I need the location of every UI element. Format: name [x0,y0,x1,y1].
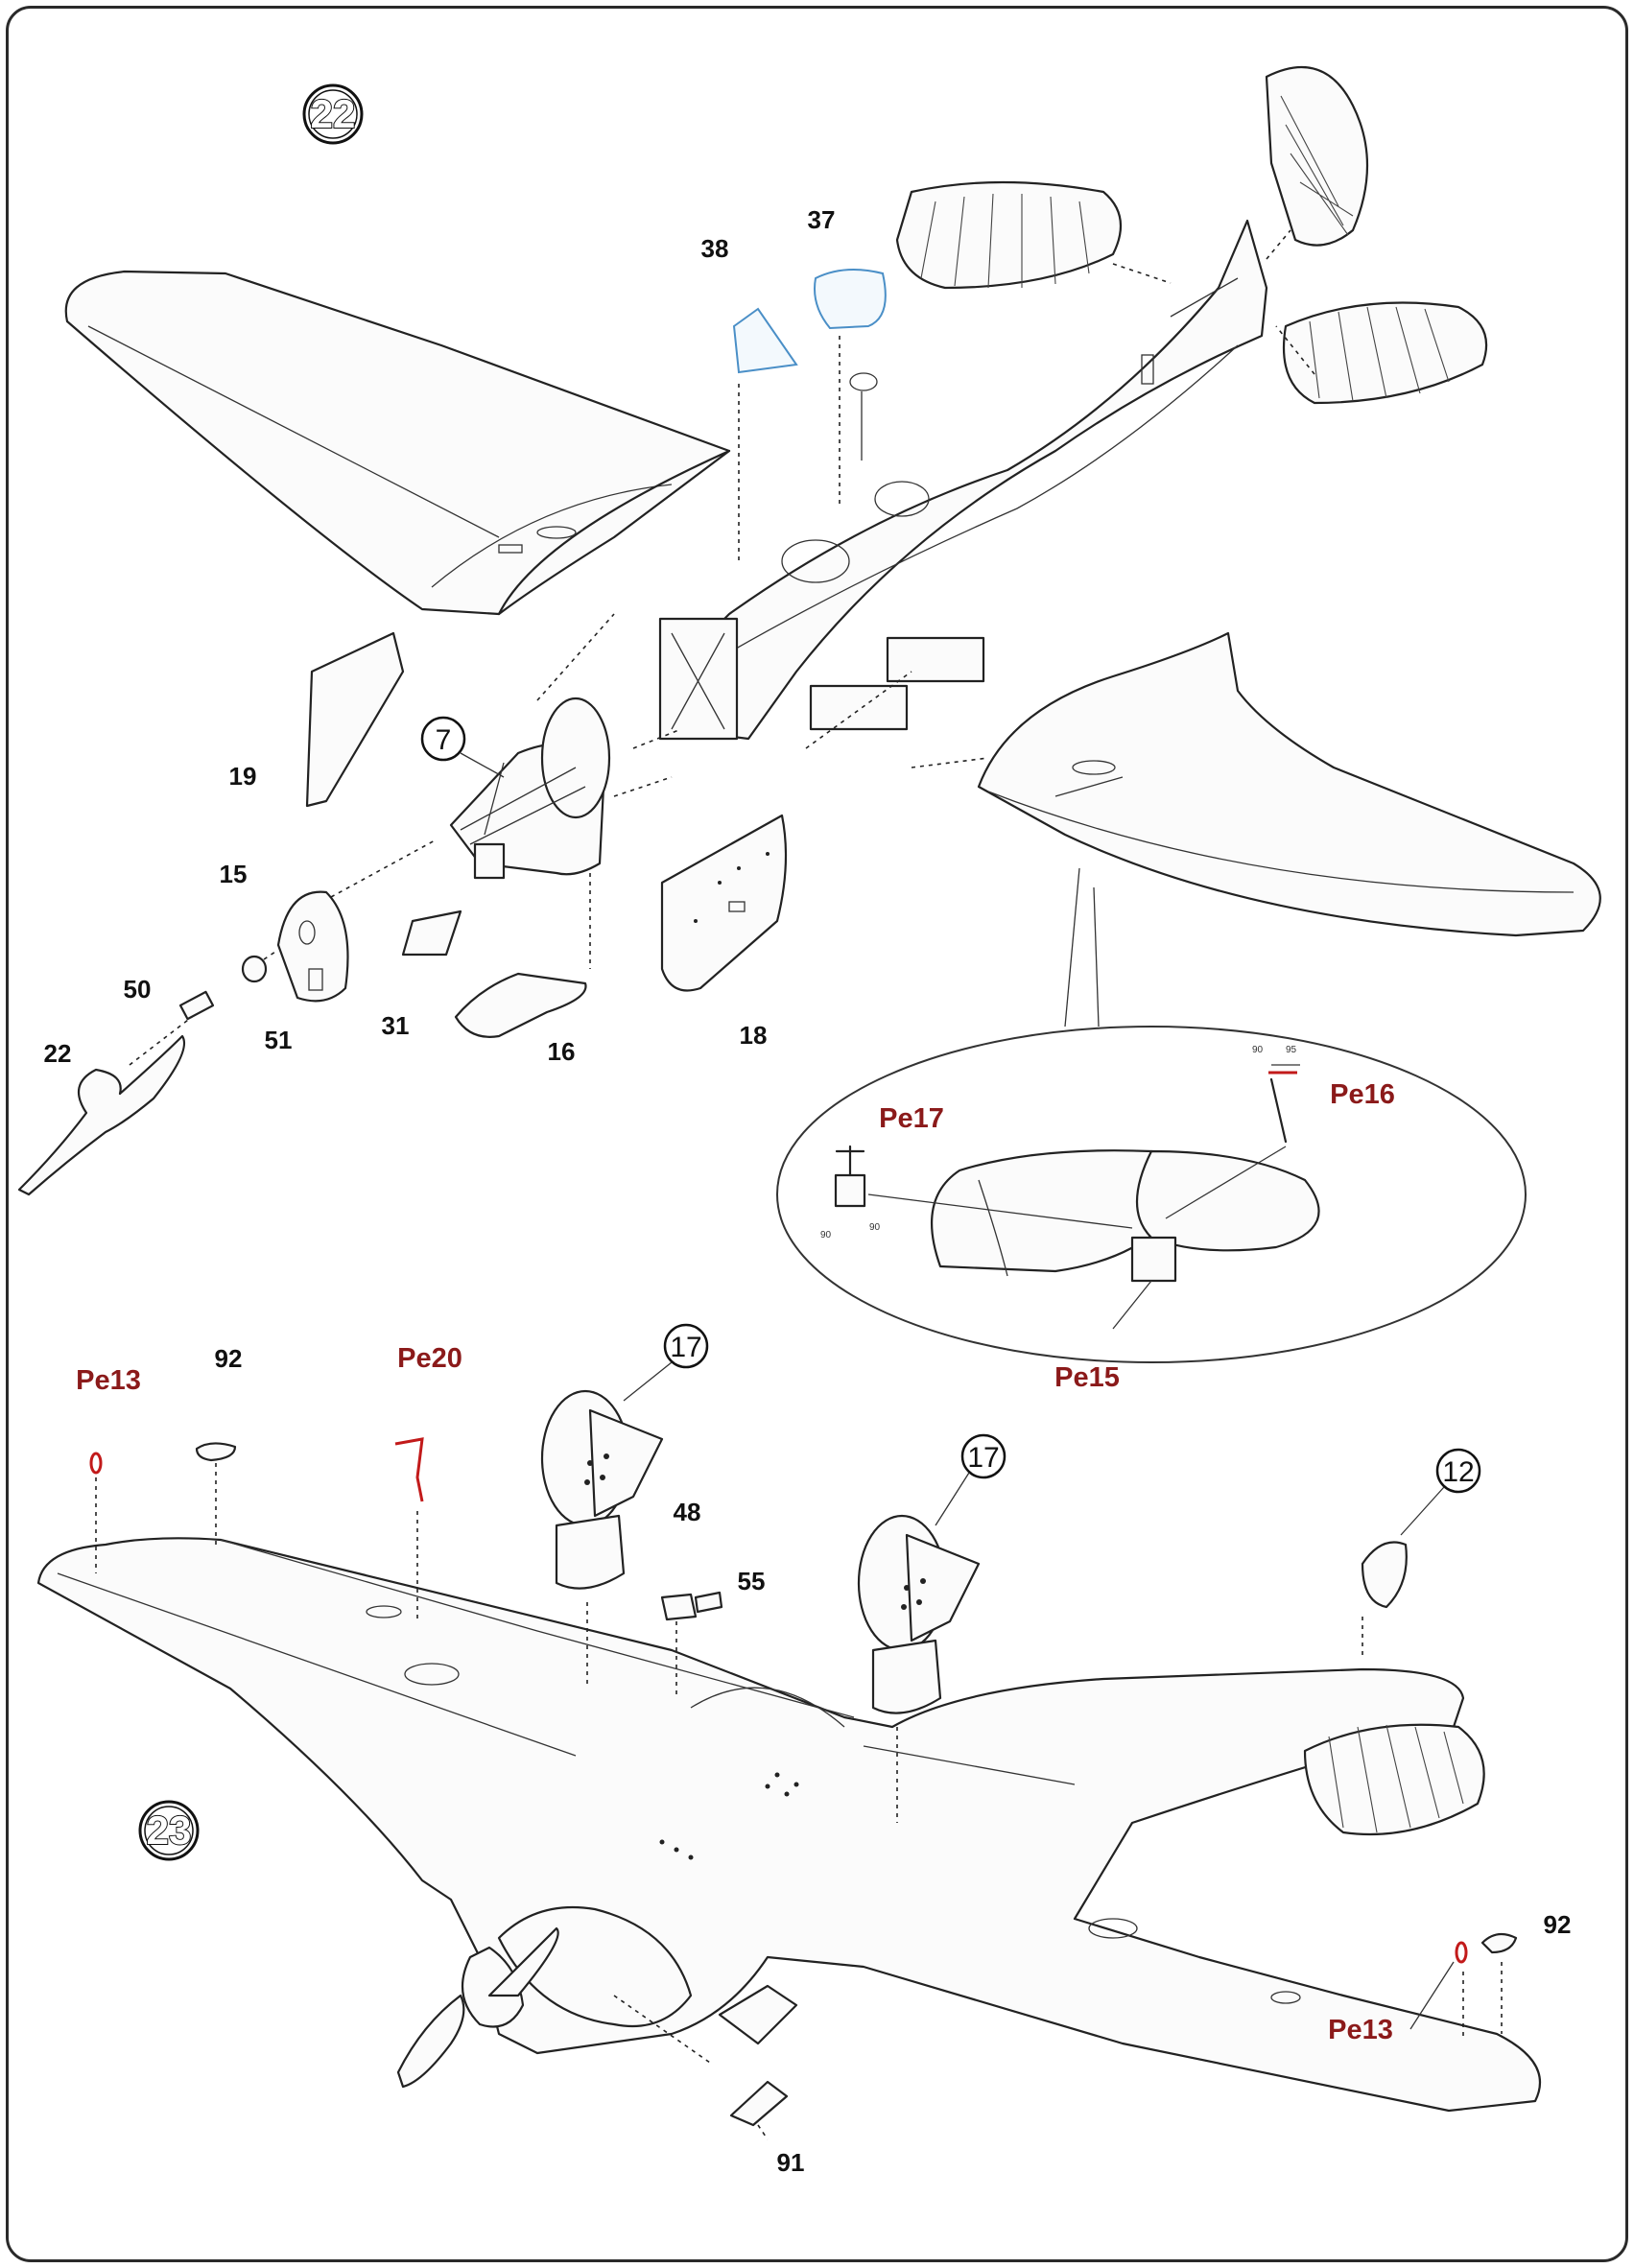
canopy-37 [814,269,887,330]
tail-surfaces-drawing [895,65,1488,405]
label-part-15: 15 [220,860,248,888]
label-part-50: 50 [124,975,152,1004]
step-22-labels: 38 37 19 15 50 51 22 31 16 18 Pe17 Pe16 … [44,205,1395,1393]
bend-mark-pe17-right: 90 [869,1222,881,1233]
right-wing-drawing [809,631,1601,937]
label-part-22: 22 [44,1039,72,1068]
label-part-55: 55 [738,1567,766,1595]
part-51-washer [241,955,268,983]
step-23-labels: Pe13 92 Pe20 48 55 91 92 Pe13 [76,1343,1571,2177]
part-48 [660,1593,698,1621]
label-part-51: 51 [265,1026,293,1054]
callout-12-number: 12 [1442,1456,1474,1488]
canopy-parts [732,269,887,561]
label-pe13-left: Pe13 [76,1365,141,1396]
step-23-small-parts [89,1437,1518,2039]
callout-17-right-number: 17 [967,1442,999,1474]
callout-17-right: 17 [935,1433,1006,1526]
label-part-31: 31 [382,1011,410,1040]
step-23-badge: 23 [138,1800,200,1861]
part-18-panel [660,814,788,992]
part-15-cowl [276,890,349,1003]
label-part-92-right: 92 [1544,1910,1572,1939]
callout-7-number: 7 [436,724,452,756]
pe20-part [394,1437,424,1502]
label-part-38: 38 [701,234,729,263]
label-part-91: 91 [777,2148,805,2177]
part-92-right [1480,1932,1518,1954]
wheel-left [540,1389,664,1689]
part-16 [454,972,587,1038]
bend-mark-pe16-left: 90 [1252,1045,1264,1055]
label-part-18: 18 [740,1021,768,1050]
part-22-propeller [17,1034,186,1196]
wheel-parts [540,1389,981,1823]
detail-bubble: 90 90 90 95 [776,867,1527,1363]
step-22-number: 22 [311,91,356,136]
label-pe15: Pe15 [1054,1362,1120,1393]
part-19-panel [305,631,405,808]
label-part-92-left: 92 [215,1344,243,1373]
left-wing-drawing [64,270,731,616]
label-pe16: Pe16 [1330,1079,1395,1110]
part-31 [401,910,462,957]
step-23-number: 23 [147,1807,192,1853]
part-55 [694,1591,723,1614]
label-part-16: 16 [548,1037,576,1066]
label-pe13-right: Pe13 [1328,2015,1393,2045]
label-pe20: Pe20 [397,1343,462,1374]
label-part-37: 37 [808,205,836,234]
label-pe17: Pe17 [879,1103,944,1134]
callout-17-left-number: 17 [670,1332,701,1363]
part-12 [1361,1541,1408,1609]
underside-airframe-drawing [36,1537,1542,2140]
part-91 [729,2080,789,2127]
callout-17-left: 17 [623,1323,709,1402]
part-92-left [195,1442,237,1462]
engine-assembly-drawing [17,613,989,1196]
pe13-left-part [89,1452,103,1475]
bend-mark-pe17-left: 90 [820,1230,832,1240]
callout-12: 12 [1400,1448,1481,1536]
callout-7: 7 [420,716,505,778]
bend-mark-pe16-right: 95 [1286,1045,1297,1055]
windscreen-38 [732,307,798,374]
label-part-19: 19 [229,762,257,791]
pe13-right-part [1455,1941,1468,1964]
wheel-right [857,1514,981,1823]
fuselage-drawing [658,219,1268,741]
part-50-shaft [178,990,215,1021]
step-22-badge: 22 [302,83,364,145]
label-part-48: 48 [674,1498,701,1526]
